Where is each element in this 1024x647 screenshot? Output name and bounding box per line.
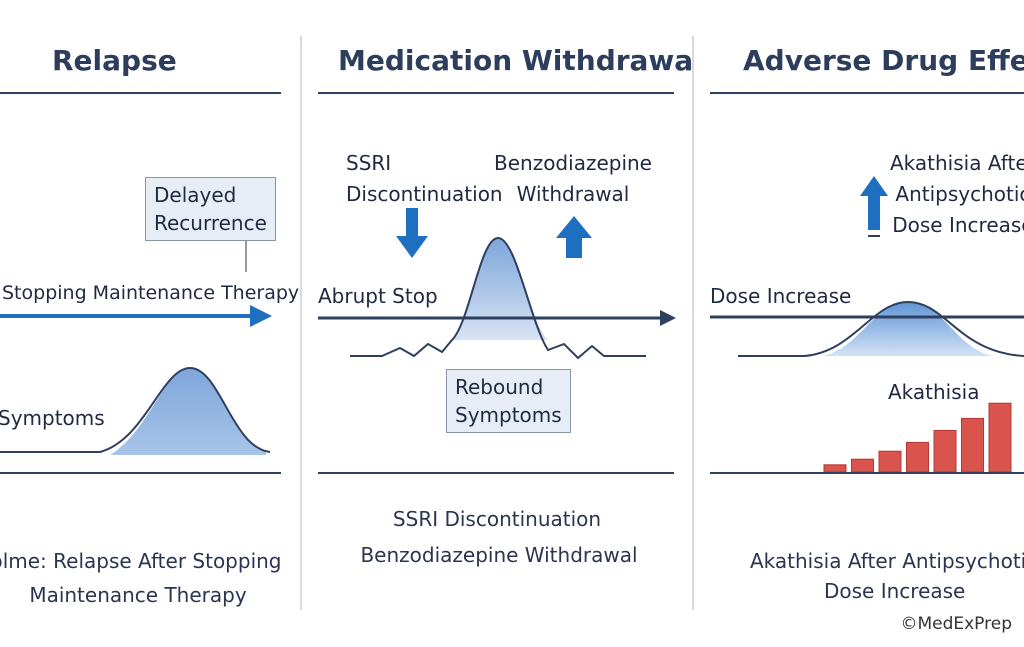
- adverse-figure: [710, 176, 1024, 473]
- relapse-panel: Relapse Delayed Recurrence Stopping Main…: [0, 0, 300, 647]
- label-text: SSRI: [346, 151, 392, 175]
- dose-curve: [738, 300, 1024, 357]
- akathisia-bars: [823, 402, 1012, 473]
- akathisia-bar: [906, 441, 929, 473]
- copyright-label: ©MedExPrep: [900, 614, 1012, 634]
- footer-line: Benzodiazepine Withdrawal: [360, 543, 638, 567]
- baseline: [0, 472, 281, 474]
- rebound-symptoms-box: Rebound Symptoms: [446, 369, 571, 433]
- label-text: Benzodiazepine: [494, 151, 652, 175]
- arrow-right-icon: [660, 310, 676, 326]
- delayed-recurrence-box: Delayed Recurrence: [145, 177, 276, 241]
- relapse-figure: [0, 236, 272, 455]
- symptom-curve-fill: [110, 368, 266, 455]
- therapy-arrow-label: Stopping Maintenance Therapy: [2, 282, 300, 304]
- label-text: Antipsychotic: [895, 182, 1024, 206]
- box-text: Delayed: [154, 183, 237, 207]
- adverse-panel: Adverse Drug Effect Akathisia After Anti…: [694, 0, 1024, 647]
- arrow-up-icon: [556, 216, 592, 258]
- panel-title: Medication Withdrawal: [338, 44, 692, 77]
- box-text: Recurrence: [154, 211, 267, 235]
- footer-line: Dose Increase: [824, 579, 966, 603]
- arrow-up-icon: [860, 176, 888, 230]
- withdrawal-figure: [318, 208, 676, 360]
- label-text: Dose Increase: [892, 213, 1024, 237]
- akathisia-bar: [933, 429, 957, 473]
- label-text: Withdrawal: [516, 182, 630, 206]
- footer-line: SSRI Discontinuation: [392, 507, 602, 531]
- footer-line: Maintenance Therapy: [29, 583, 247, 607]
- panel-title: Relapse: [52, 44, 177, 77]
- akathisia-top-label: Akathisia After Antipsychotic Dose Incre…: [890, 148, 1024, 241]
- arrow-down-icon: [396, 208, 428, 258]
- arrow-right-icon: [250, 305, 272, 327]
- akathisia-bar: [823, 464, 847, 473]
- label-text: Akathisia After: [890, 151, 1024, 175]
- footer-line: plme: Relapse After Stopping: [0, 549, 282, 573]
- symptoms-label: Symptoms: [0, 406, 105, 430]
- rebound-peak-fill: [452, 238, 548, 340]
- withdrawal-panel: Medication Withdrawal SSRI Discontinuati…: [302, 0, 692, 647]
- rebound-curve: [350, 236, 646, 360]
- akathisia-bar: [851, 458, 874, 473]
- symptom-curve: [0, 366, 271, 453]
- akathisia-bar: [961, 417, 984, 473]
- panel-title: Adverse Drug Effect: [743, 44, 1024, 77]
- ssri-label: SSRI Discontinuation: [346, 148, 503, 210]
- abrupt-stop-label: Abrupt Stop: [318, 284, 438, 308]
- baseline: [318, 472, 674, 474]
- box-text: Rebound: [455, 375, 544, 399]
- dose-increase-label: Dose Increase: [710, 284, 852, 308]
- dose-curve-fill: [822, 302, 994, 356]
- akathisia-bar: [988, 402, 1012, 473]
- label-text: Discontinuation: [346, 182, 503, 206]
- title-underline: [0, 92, 281, 94]
- divider-2: [692, 36, 694, 610]
- title-underline: [710, 92, 1024, 94]
- box-text: Symptoms: [455, 403, 562, 427]
- footer-line: Akathisia After Antipsychotic: [750, 549, 1024, 573]
- baseline: [710, 472, 1024, 474]
- title-underline: [318, 92, 674, 94]
- divider-1: [300, 36, 302, 610]
- benzo-label: Benzodiazepine Withdrawal: [494, 148, 652, 210]
- akathisia-label: Akathisia: [888, 380, 980, 404]
- akathisia-bar: [878, 450, 902, 473]
